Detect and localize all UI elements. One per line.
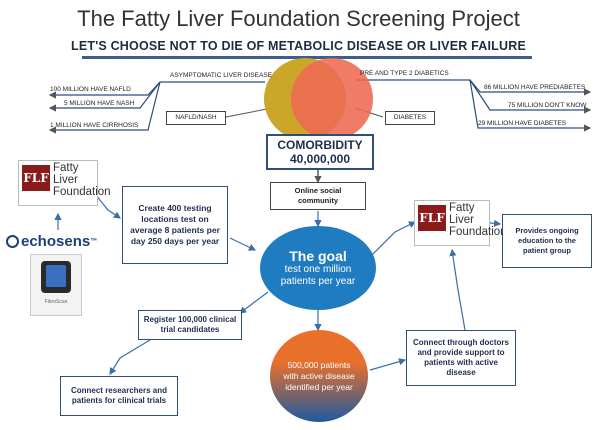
flf-wordmark-right: Fatty Liver Foundation: [449, 202, 507, 238]
echosens-tm: ™: [90, 237, 98, 245]
venn-left-label: ASYMPTOMATIC LIVER DISEASE: [170, 72, 272, 79]
echosens-logo: echosens ™: [6, 231, 106, 251]
stat-line-diabetes: [469, 79, 592, 132]
connect-researchers-box: Connect researchers and patients for cli…: [60, 376, 178, 416]
flf-mark-right: FLF: [418, 205, 446, 231]
stat-nafld: 100 MILLION HAVE NAFLD: [50, 86, 131, 93]
device-label: FibroScan: [44, 299, 68, 305]
stat-line-prediabetes: [356, 79, 592, 96]
flf-wordmark: Fatty Liver Foundation: [53, 162, 111, 198]
page-title: The Fatty Liver Foundation Screening Pro…: [77, 6, 520, 31]
goal-title: The goal: [289, 248, 347, 264]
stat-nash: 5 MILLION HAVE NASH: [64, 100, 135, 107]
comorbidity-value: 40,000,000: [289, 151, 351, 166]
echosens-e-icon: [6, 234, 19, 248]
comorbidity-label: COMORBIDITY: [277, 137, 363, 152]
stat-line-nash: [48, 81, 161, 112]
arrow-goal-to-flf: [371, 221, 417, 256]
arrow-register-to-researchers: [109, 339, 151, 376]
arrow-connect-to-flf: [449, 248, 466, 331]
stat-prediabetes: 86 MILLION HAVE PREDIABETES: [484, 84, 586, 91]
arrow-goal-to-register: [239, 291, 269, 314]
stat-diabetes: 29 MILLION HAVE DIABETES: [478, 120, 567, 127]
arrow-testing-to-goal: [229, 237, 257, 251]
result-text: 500,000 patients with active disease ide…: [283, 359, 355, 392]
goal-text: test one million patients per year: [280, 264, 356, 287]
register-candidates-box: Register 100,000 clinical trial candidat…: [138, 310, 242, 340]
goal-circle: The goal test one million patients per y…: [260, 226, 376, 310]
stat-line-nafld: [48, 81, 265, 99]
fibroscan-device-image: FibroScan: [30, 254, 82, 316]
comorbidity-box: COMORBIDITY 40,000,000: [266, 134, 374, 170]
online-community-box: Online social community: [270, 182, 366, 210]
stat-cirrhosis: 1 MILLION HAVE CIRRHOSIS: [50, 122, 139, 129]
echosens-wordmark: echosens: [21, 232, 91, 250]
stat-dont-know: 75 MILLION DON'T KNOW: [508, 102, 587, 109]
nafld-nash-box: NAFLD/NASH: [166, 111, 226, 125]
subtitle-underline: [82, 56, 532, 59]
result-circle: 500,000 patients with active disease ide…: [270, 330, 368, 422]
diabetes-box: DIABETES: [385, 111, 435, 125]
flf-logo-left: FLF Fatty Liver Foundation: [18, 160, 111, 206]
arrow-logo-to-testing: [94, 193, 121, 219]
device-screen-glow-icon: [46, 265, 66, 287]
arrow-result-to-connect: [369, 358, 407, 371]
venn-right-label: PRE AND TYPE 2 DIABETICS: [360, 70, 449, 77]
testing-locations-box: Create 400 testing locations test on ave…: [122, 186, 228, 264]
subtitle: LET'S CHOOSE NOT TO DIE OF METABOLIC DIS…: [70, 39, 527, 53]
venn-circle-diabetes: [291, 58, 373, 140]
connect-doctors-box: Connect through doctors and provide supp…: [406, 330, 516, 386]
education-box: Provides ongoing education to the patien…: [502, 214, 592, 268]
stat-line-dont-know: [469, 79, 592, 114]
flf-logo-right: FLF Fatty Liver Foundation: [414, 200, 507, 246]
stat-line-cirrhosis: [48, 81, 161, 134]
flf-mark: FLF: [22, 165, 50, 191]
